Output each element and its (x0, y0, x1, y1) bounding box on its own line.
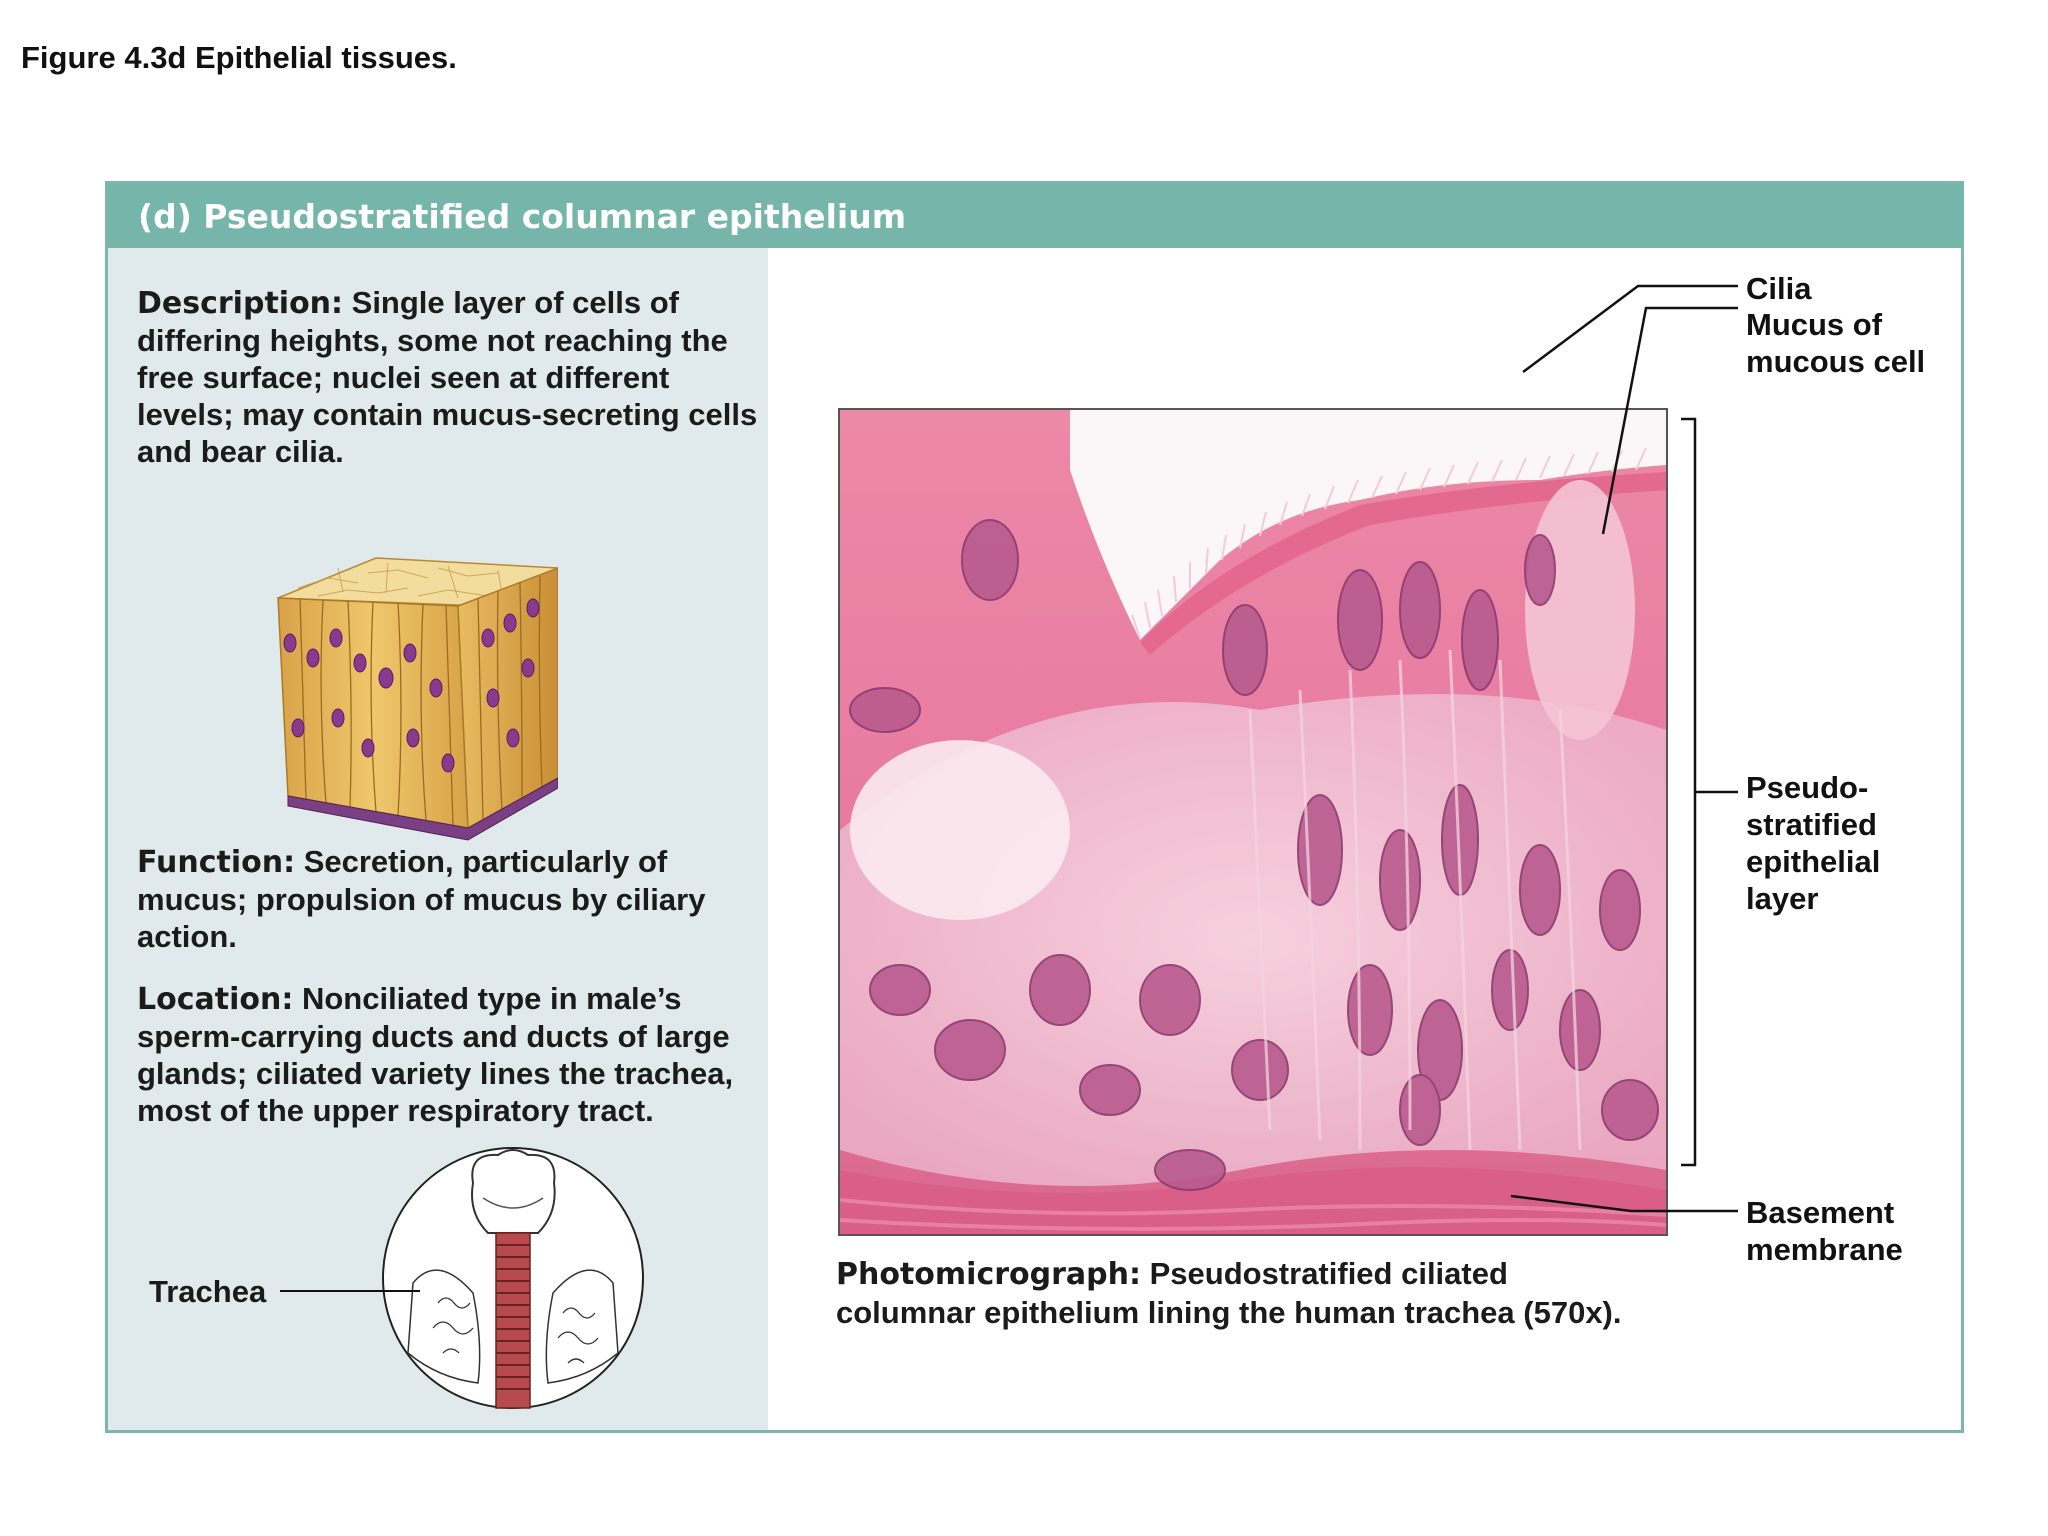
basement-label-line2: membrane (1746, 1232, 1903, 1267)
function-text: Secretion, particularly of mucus; propul… (137, 844, 706, 954)
trachea-illustration (382, 1147, 644, 1409)
description-text: Single layer of cells of differing heigh… (137, 285, 758, 469)
function-paragraph: Function: Secretion, particularly of muc… (137, 843, 762, 955)
left-lung-outline (407, 1269, 481, 1384)
lumen-region (1070, 410, 1666, 640)
photomicrograph-caption: Photomicrograph: Pseudostratified ciliat… (836, 1255, 1836, 1332)
location-text: Nonciliated type in male’s sperm-carryin… (137, 981, 734, 1128)
caption-line1: Pseudostratified ciliated (1140, 1256, 1508, 1291)
description-paragraph: Description: Single layer of cells of di… (137, 284, 762, 470)
mucus-label-line2: mucous cell (1746, 344, 1926, 379)
block-front-face (277, 597, 469, 829)
function-keyword: Function: (137, 845, 296, 880)
panel-header: (d) Pseudostratified columnar epithelium (108, 184, 1961, 248)
mucus-label: Mucus of mucous cell (1746, 306, 1925, 380)
mucus-label-line1: Mucus of (1746, 307, 1883, 342)
basement-label-line1: Basement (1746, 1195, 1895, 1230)
basement-membrane-label: Basement membrane (1746, 1194, 1903, 1268)
layer-label-line3: epithelial (1746, 844, 1881, 879)
caption-keyword: Photomicrograph: (836, 1257, 1141, 1292)
location-keyword: Location: (137, 982, 294, 1017)
caption-line2: columnar epithelium lining the human tra… (836, 1295, 1622, 1330)
info-column: Description: Single layer of cells of di… (108, 248, 768, 1430)
photomicrograph (838, 408, 1668, 1236)
trachea-leader-line (280, 1290, 420, 1292)
pseudostratified-layer-label: Pseudo- stratified epithelial layer (1746, 769, 1880, 917)
layer-label-line2: stratified (1746, 807, 1877, 842)
location-paragraph: Location: Nonciliated type in male’s spe… (137, 980, 762, 1129)
mucous-cell (1525, 480, 1635, 740)
description-keyword: Description: (137, 286, 344, 321)
epithelium-block-illustration (277, 557, 558, 841)
layer-label-line1: Pseudo- (1746, 770, 1869, 805)
photomicrograph-image (840, 410, 1666, 1234)
tissue-panel: (d) Pseudostratified columnar epithelium… (105, 181, 1964, 1433)
layer-label-line4: layer (1746, 881, 1819, 916)
trachea-label: Trachea (149, 1274, 267, 1309)
trachea-tube (495, 1232, 531, 1409)
cilia-label: Cilia (1746, 271, 1812, 306)
figure-title: Figure 4.3d Epithelial tissues. (21, 40, 457, 75)
larynx-shape (471, 1149, 556, 1234)
basement-membrane-strip (287, 777, 558, 841)
right-lung-outline (545, 1269, 619, 1384)
